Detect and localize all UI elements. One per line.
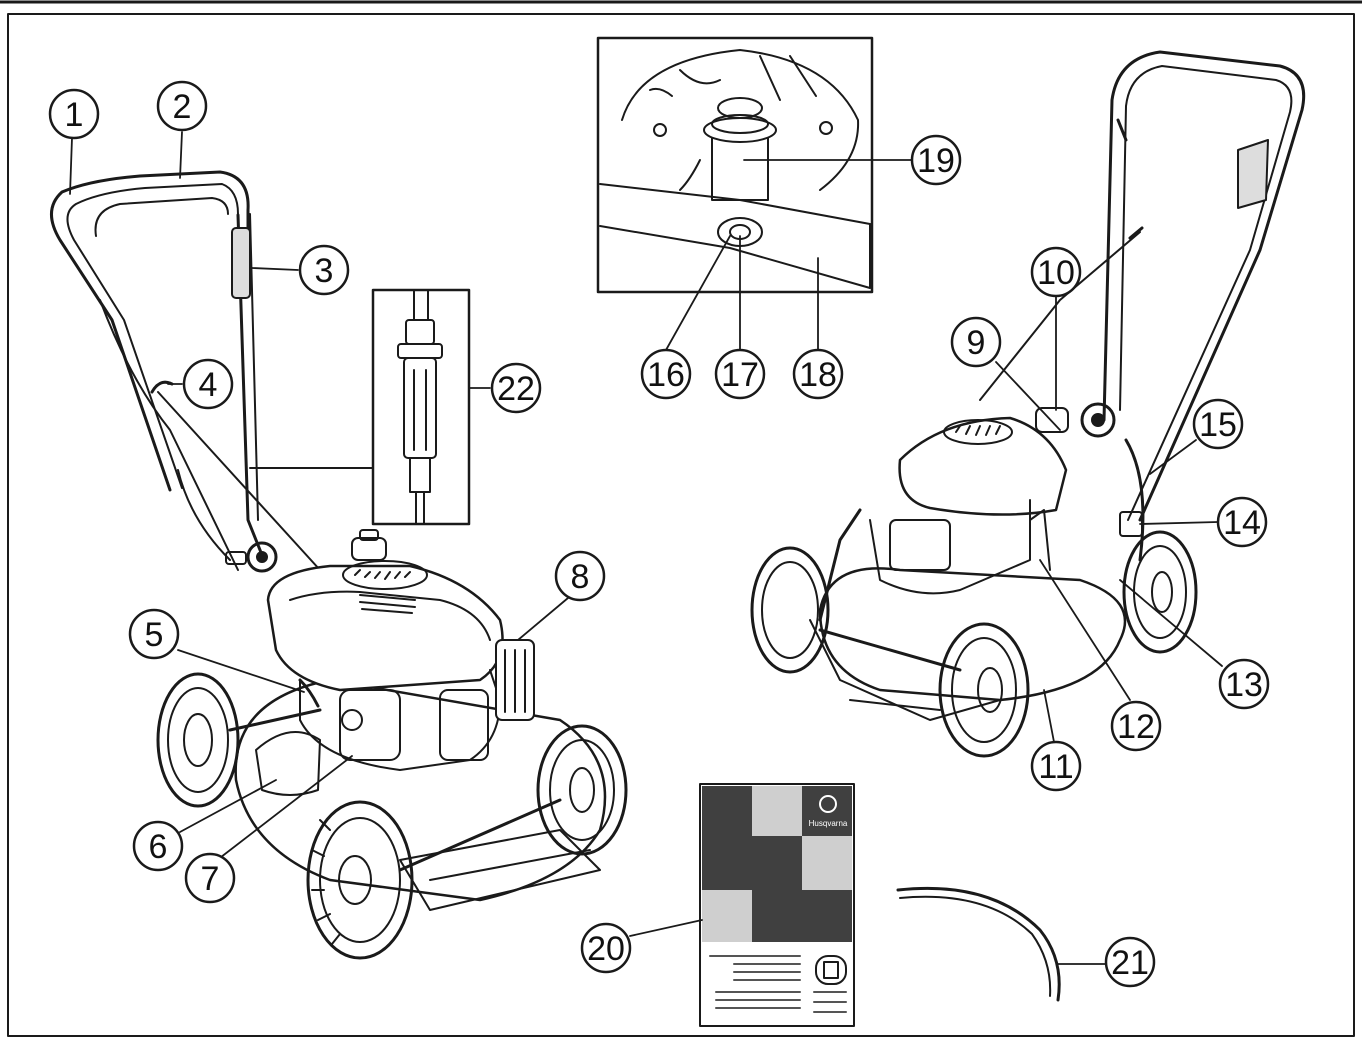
left-mower-illustration	[50, 170, 628, 960]
right-mower-illustration	[750, 50, 1306, 758]
callout-15: 15	[1192, 398, 1244, 450]
svg-text:10: 10	[1037, 254, 1075, 292]
callout-11: 11	[1030, 740, 1082, 792]
svg-text:8: 8	[571, 558, 590, 596]
front-left-wheel	[306, 800, 414, 960]
svg-text:5: 5	[145, 616, 164, 654]
callout-5: 5	[128, 608, 180, 660]
connector-detail-inset	[249, 288, 471, 526]
svg-text:17: 17	[721, 356, 759, 394]
right-front-wheel	[938, 622, 1030, 758]
callout-10: 10	[1030, 246, 1082, 298]
callout-21: 21	[1104, 936, 1156, 988]
callout-14: 14	[1216, 496, 1268, 548]
handle-knob	[246, 541, 278, 573]
handle-bar	[50, 170, 250, 492]
svg-text:9: 9	[967, 324, 986, 362]
leader-lines	[69, 131, 1223, 965]
callout-20: 20	[580, 922, 632, 974]
svg-text:20: 20	[587, 930, 625, 968]
callout-22: 22	[490, 362, 542, 414]
svg-text:15: 15	[1199, 406, 1237, 444]
bail-lever	[94, 197, 229, 237]
svg-text:12: 12	[1117, 708, 1155, 746]
oil-cap	[351, 537, 387, 561]
callout-18: 18	[792, 348, 844, 400]
callout-19: 19	[910, 134, 962, 186]
diagram-frame	[7, 13, 1355, 1037]
svg-text:11: 11	[1038, 748, 1073, 786]
callout-1: 1	[48, 88, 100, 140]
svg-text:14: 14	[1223, 504, 1261, 542]
svg-text:22: 22	[497, 370, 535, 408]
svg-text:16: 16	[647, 356, 685, 394]
husqvarna-logo-icon	[819, 795, 837, 813]
svg-text:6: 6	[149, 828, 168, 866]
engine-cover	[266, 564, 504, 692]
manual-brand-text: Husqvarna	[809, 819, 848, 828]
svg-text:3: 3	[315, 252, 334, 290]
blade-detail-inset	[596, 36, 874, 294]
rear-left-wheel	[156, 672, 240, 808]
callout-8: 8	[554, 550, 606, 602]
callout-7: 7	[184, 852, 236, 904]
svg-text:7: 7	[201, 860, 220, 898]
operator-manual: Husqvarna	[699, 783, 855, 1027]
svg-text:1: 1	[65, 96, 84, 134]
callout-2: 2	[156, 80, 208, 132]
svg-text:13: 13	[1225, 666, 1263, 704]
trim-strip-part	[896, 886, 1061, 1002]
front-right-wheel	[536, 724, 628, 856]
left-front-wheel-rear-view	[750, 546, 830, 674]
engine-cover-rear	[898, 416, 1068, 516]
svg-text:18: 18	[799, 356, 837, 394]
callout-12: 12	[1110, 700, 1162, 752]
callout-17: 17	[714, 348, 766, 400]
callout-13: 13	[1218, 658, 1270, 710]
callout-6: 6	[132, 820, 184, 872]
rear-handle-bar	[1102, 50, 1306, 522]
callout-3: 3	[298, 244, 350, 296]
svg-text:2: 2	[173, 88, 192, 126]
mower-deck-rear	[818, 567, 1127, 702]
callout-16: 16	[640, 348, 692, 400]
svg-text:19: 19	[917, 142, 955, 180]
callout-9: 9	[950, 316, 1002, 368]
svg-text:4: 4	[199, 366, 218, 404]
svg-text:21: 21	[1111, 944, 1149, 982]
callout-4: 4	[182, 358, 234, 410]
